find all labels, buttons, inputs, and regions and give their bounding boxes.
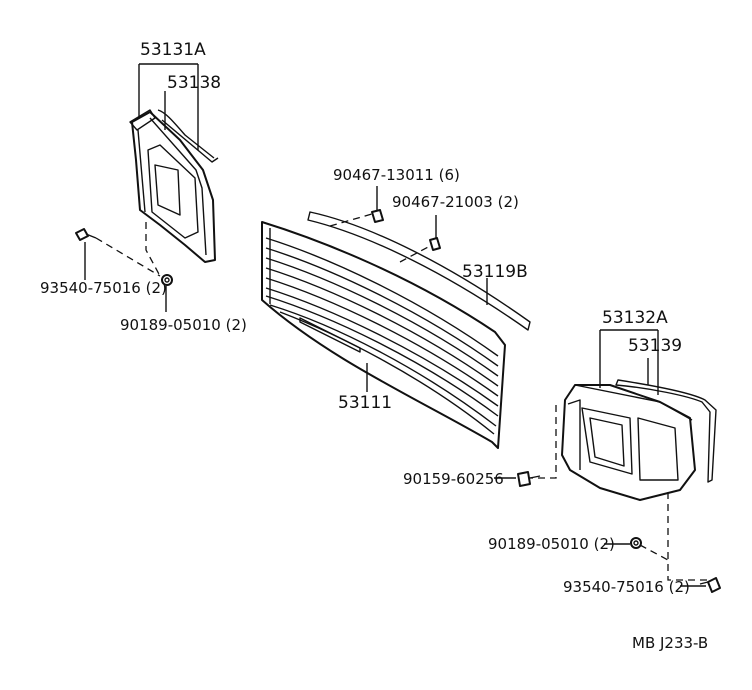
right-headlamp-door bbox=[561, 384, 696, 501]
left-bolt-93540 bbox=[75, 228, 97, 241]
left-headlamp-door bbox=[129, 109, 216, 263]
clip-90467-21003 bbox=[429, 237, 441, 251]
label-90467-13011: 90467-13011 (6) bbox=[333, 166, 460, 184]
label-53132A: 53132A bbox=[602, 308, 668, 328]
right-nut-90189 bbox=[630, 537, 642, 549]
label-90159: 90159-60256 bbox=[403, 470, 504, 488]
screw-90159 bbox=[517, 471, 541, 487]
label-53111: 53111 bbox=[338, 393, 392, 413]
label-53138: 53138 bbox=[167, 73, 221, 93]
radiator-grille bbox=[261, 221, 506, 449]
label-90189-left: 90189-05010 (2) bbox=[120, 316, 247, 334]
left-moulding-strip bbox=[157, 109, 219, 163]
label-53139: 53139 bbox=[628, 336, 682, 356]
reference-code: MB J233-B bbox=[632, 634, 708, 652]
right-bolt-93540 bbox=[699, 577, 721, 593]
left-nut-90189 bbox=[161, 274, 173, 286]
clip-90467-13011 bbox=[371, 209, 384, 223]
grille-moulding-53119B bbox=[307, 211, 531, 331]
label-90189-right: 90189-05010 (2) bbox=[488, 535, 615, 553]
label-90467-21003: 90467-21003 (2) bbox=[392, 193, 519, 211]
label-53131A: 53131A bbox=[140, 40, 206, 60]
label-93540-left: 93540-75016 (2) bbox=[40, 279, 167, 297]
label-53119B: 53119B bbox=[462, 262, 528, 282]
label-93540-right: 93540-75016 (2) bbox=[563, 578, 690, 596]
